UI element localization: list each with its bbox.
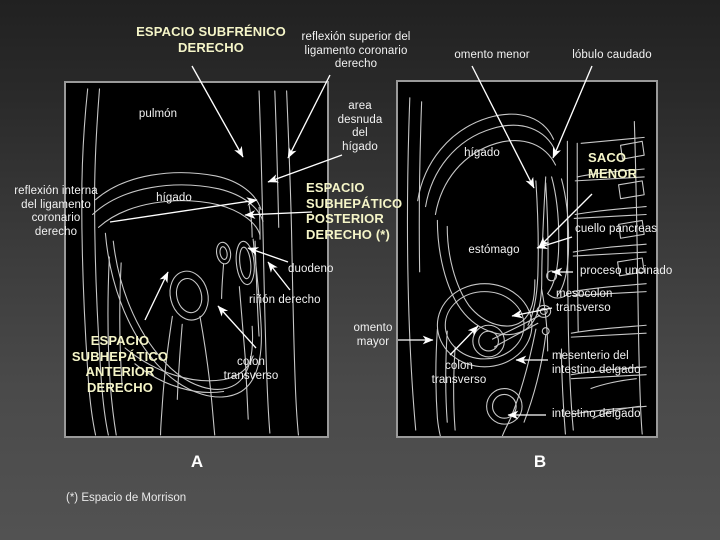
label-duodeno: duodeno: [288, 263, 334, 275]
label-mesocolon-transverso: mesocolon transverso: [556, 288, 613, 314]
heading-saco-menor: SACO MENOR: [588, 150, 638, 181]
label-reflexion-interna: reflexión interna del ligamento coronari…: [14, 185, 98, 238]
panel-a-letter: A: [190, 452, 204, 471]
label-higado-a: hígado: [156, 192, 192, 204]
label-proceso-uncinado: proceso uncinado: [580, 265, 673, 277]
heading-espacio-subhepatico-anterior: ESPACIO SUBHEPÁTICO ANTERIOR DERECHO: [71, 333, 169, 395]
heading-espacio-subfrenico-derecho: ESPACIO SUBFRÉNICO DERECHO: [136, 24, 286, 55]
footnote-morrison: (*) Espacio de Morrison: [66, 492, 187, 504]
label-colon-transverso-a: colon transverso: [223, 356, 279, 382]
label-rinon-derecho: riñón derecho: [249, 294, 321, 306]
label-pulmon: pulmón: [138, 108, 178, 120]
label-omento-mayor: omento mayor: [353, 322, 393, 348]
label-area-desnuda: area desnuda del hígado: [337, 100, 383, 153]
label-cuello-pancreas: cuello pancreas: [575, 223, 658, 235]
label-lobulo-caudado: lóbulo caudado: [572, 49, 652, 61]
heading-espacio-subhepatico-posterior: ESPACIO SUBHEPÁTICO POSTERIOR DERECHO (*…: [306, 180, 403, 242]
label-omento-menor: omento menor: [454, 49, 530, 61]
label-higado-b: hígado: [464, 147, 500, 159]
panel-b-letter: B: [533, 452, 547, 471]
label-estomago: estómago: [468, 244, 520, 256]
label-intestino-delgado: intestino delgado: [552, 408, 641, 420]
label-colon-transverso-b: colon transverso: [431, 360, 487, 386]
label-reflexion-superior: reflexión superior del ligamento coronar…: [301, 31, 411, 70]
label-mesenterio: mesenterio del intestino delgado: [552, 350, 641, 376]
panel-b-drawing: [406, 97, 647, 436]
